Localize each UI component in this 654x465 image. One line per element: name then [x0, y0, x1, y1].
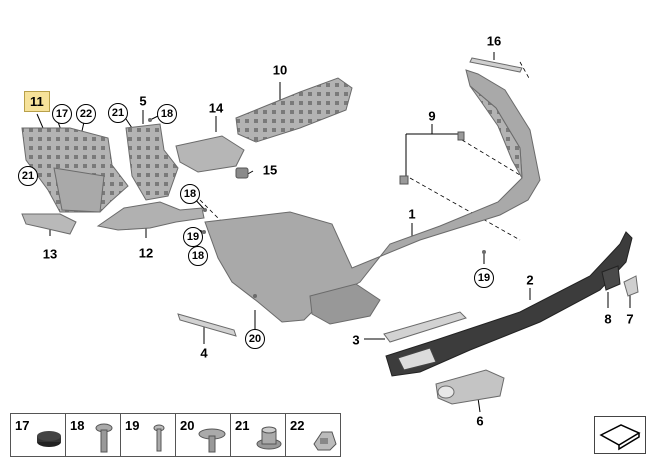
legend-number: 17 — [15, 418, 30, 433]
fastener-markers — [148, 118, 486, 298]
callout-2: 2 — [526, 272, 534, 288]
callout-1: 1 — [408, 206, 416, 222]
legend-number: 19 — [125, 418, 140, 433]
clip-icon — [313, 431, 337, 451]
callout-5: 5 — [139, 93, 147, 109]
callout-8: 8 — [604, 311, 612, 327]
callout-15: 15 — [262, 162, 278, 178]
legend-cell-17: 17 — [10, 413, 66, 457]
part-12-support — [96, 201, 205, 231]
pin-icon — [153, 424, 165, 452]
legend-cell-21: 21 — [230, 413, 286, 457]
part-1-lower-opening — [309, 283, 381, 325]
callout-13: 13 — [42, 246, 58, 262]
part-14-shield — [175, 135, 245, 173]
callout-4: 4 — [200, 345, 208, 361]
callout-18-low: 18 — [188, 246, 208, 266]
callout-19-right: 19 — [474, 268, 494, 288]
callout-10: 10 — [272, 62, 288, 78]
legend-cell-22: 22 — [285, 413, 341, 457]
callout-21-top-mid: 21 — [108, 103, 128, 123]
callout-20: 20 — [245, 329, 265, 349]
callout-19-mid: 19 — [183, 227, 203, 247]
orientation-icon — [599, 424, 641, 451]
callout-9: 9 — [428, 108, 436, 124]
legend-number: 20 — [180, 418, 195, 433]
callout-16: 16 — [486, 33, 502, 49]
view-orientation-box — [594, 416, 646, 454]
part-2-diffuser — [385, 231, 633, 377]
part-13-bracket — [21, 213, 77, 235]
callout-18-mid: 18 — [180, 184, 200, 204]
callout-3: 3 — [352, 332, 360, 348]
part-4-trim — [177, 313, 237, 337]
callout-12: 12 — [138, 245, 154, 261]
callout-6: 6 — [476, 413, 484, 429]
part-9-reflectors — [399, 131, 465, 185]
part-1-inner — [469, 85, 523, 179]
legend-cell-19: 19 — [120, 413, 176, 457]
callout-14: 14 — [208, 100, 224, 116]
washer-screw-icon — [198, 428, 226, 453]
legend-number: 18 — [70, 418, 85, 433]
callout-11: 11 — [24, 91, 50, 112]
part-7-clip — [623, 275, 639, 297]
legend-number: 21 — [235, 418, 250, 433]
callout-21-top-left: 21 — [18, 166, 38, 186]
callout-22-top: 22 — [76, 104, 96, 124]
callout-18-top: 18 — [157, 104, 177, 124]
legend-cell-18: 18 — [65, 413, 121, 457]
screw-icon — [95, 423, 113, 453]
part-6-tailpipe — [435, 369, 505, 405]
grommet-icon — [37, 431, 61, 447]
part-10-bracket — [235, 77, 353, 143]
part-2-outlet — [397, 347, 437, 371]
part-8-bracket — [601, 265, 621, 291]
nut-icon — [256, 426, 282, 450]
callout-7: 7 — [626, 311, 634, 327]
part-15-clip — [235, 167, 249, 179]
fastener-legend: 17 18 19 20 21 2 — [10, 413, 341, 457]
legend-number: 22 — [290, 418, 305, 433]
part-3-trim — [383, 311, 467, 343]
part-5-bracket — [125, 123, 179, 201]
legend-cell-20: 20 — [175, 413, 231, 457]
part-11-bracket — [21, 127, 129, 213]
callout-17-top: 17 — [52, 104, 72, 124]
part-16-strip — [469, 57, 523, 73]
